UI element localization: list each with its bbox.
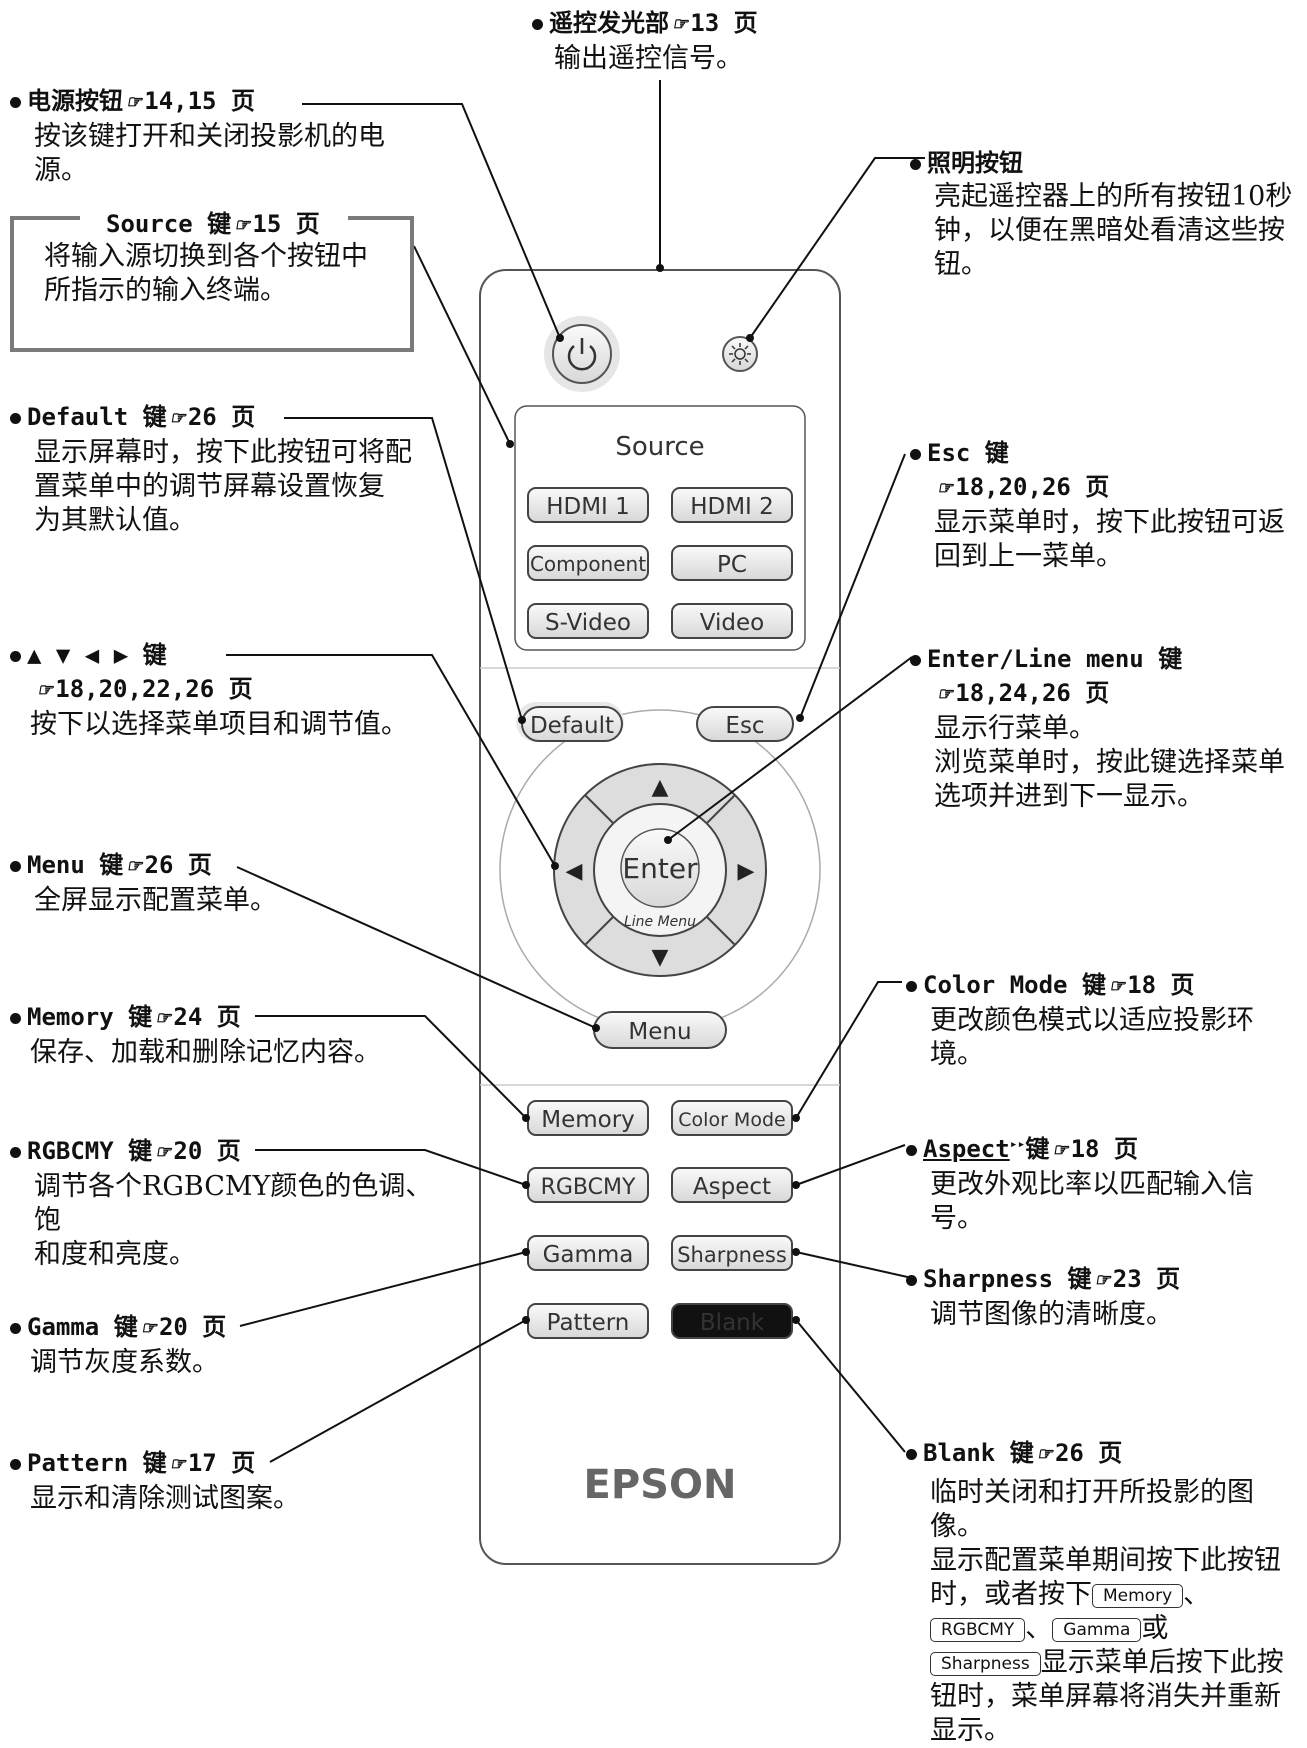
note-blank: Blank 键☞26 页 临时关闭和打开所投影的图 像。 显示配置菜单期间按下此… xyxy=(906,1436,1306,1748)
note-menu: Menu 键☞26 页 全屏显示配置菜单。 xyxy=(10,848,430,918)
svg-text:Menu: Menu xyxy=(628,1019,691,1045)
svg-text:Aspect: Aspect xyxy=(693,1174,771,1200)
leader-lines xyxy=(226,80,925,1463)
btn-blank[interactable]: Blank xyxy=(671,1303,793,1339)
svg-text:HDMI 1: HDMI 1 xyxy=(546,494,630,520)
pointing-hand-icon: ☞ xyxy=(1053,1138,1067,1163)
source-note-title: Source 键☞15 页 xyxy=(100,204,326,239)
inline-key-sharpness: Sharpness xyxy=(930,1651,1041,1676)
note-sharpness: Sharpness 键☞23 页 调节图像的清晰度。 xyxy=(906,1262,1306,1332)
svg-text:Gamma: Gamma xyxy=(543,1242,634,1268)
btn-memory[interactable]: Memory xyxy=(527,1100,649,1136)
btn-menu[interactable]: Menu xyxy=(593,1011,727,1049)
note-enter: Enter/Line menu 键 ☞18,24,26 页 显示行菜单。 浏览菜… xyxy=(910,642,1305,814)
btn-svideo[interactable]: S-Video xyxy=(527,603,649,639)
note-rgbcmy: RGBCMY 键☞20 页 调节各个RGBCMY颜色的色调、饱 和度和亮度。 xyxy=(10,1134,450,1272)
svg-text:Enter: Enter xyxy=(622,852,698,885)
note-esc: Esc 键 ☞18,20,26 页 显示菜单时，按下此按钮可返 回到上一菜单。 xyxy=(910,436,1305,574)
line-menu-label: Line Menu xyxy=(624,914,696,930)
note-arrows: ▲ ▼ ◀ ▶ 键 ☞18,20,22,26 页 按下以选择菜单项目和调节值。 xyxy=(10,638,450,742)
btn-video[interactable]: Video xyxy=(671,603,793,639)
pointing-hand-icon: ☞ xyxy=(127,854,141,879)
pointing-hand-icon: ☞ xyxy=(127,90,141,115)
note-power: 电源按钮☞14,15 页 按该键打开和关闭投影机的电 源。 xyxy=(10,84,430,188)
svg-text:Video: Video xyxy=(700,610,764,636)
sun-icon xyxy=(729,343,751,365)
arrow-right-button[interactable]: ▶ xyxy=(738,859,755,884)
inline-key-rgbcmy: RGBCMY xyxy=(930,1617,1026,1642)
svg-text:Color Mode: Color Mode xyxy=(678,1109,785,1131)
note-ir: 遥控发光部☞13 页 输出遥控信号。 xyxy=(532,6,758,76)
note-pattern: Pattern 键☞17 页 显示和清除测试图案。 xyxy=(10,1446,430,1516)
note-color-mode: Color Mode 键☞18 页 更改颜色模式以适应投影环 境。 xyxy=(906,968,1306,1072)
illumination-button[interactable] xyxy=(722,336,758,372)
svg-text:PC: PC xyxy=(717,552,747,578)
pointing-hand-icon: ☞ xyxy=(156,1006,170,1031)
btn-pattern[interactable]: Pattern xyxy=(527,1303,649,1339)
pointing-hand-icon: ☞ xyxy=(38,678,52,703)
btn-aspect[interactable]: Aspect xyxy=(671,1167,793,1203)
arrow-left-button[interactable]: ◀ xyxy=(566,859,583,884)
arrow-down-button[interactable]: ▼ xyxy=(652,945,669,970)
svg-text:HDMI 2: HDMI 2 xyxy=(690,494,774,520)
note-default: Default 键☞26 页 显示屏幕时，按下此按钮可将配 置菜单中的调节屏幕设… xyxy=(10,400,450,538)
svg-text:Component: Component xyxy=(530,552,646,576)
btn-sharpness[interactable]: Sharpness xyxy=(671,1235,793,1271)
pointing-hand-icon: ☞ xyxy=(1095,1268,1109,1293)
svg-text:Esc: Esc xyxy=(725,713,764,739)
power-button[interactable] xyxy=(544,316,620,392)
btn-color-mode[interactable]: Color Mode xyxy=(671,1100,793,1136)
pointing-hand-icon: ☞ xyxy=(938,476,952,501)
note-gamma: Gamma 键☞20 页 调节灰度系数。 xyxy=(10,1310,430,1380)
note-aspect: Aspect▸▸键☞18 页 更改外观比率以匹配输入信 号。 xyxy=(906,1128,1306,1236)
svg-text:Default: Default xyxy=(530,713,614,739)
pointing-hand-icon: ☞ xyxy=(1037,1442,1051,1467)
pointing-hand-icon: ☞ xyxy=(170,1452,184,1477)
btn-default[interactable]: Default xyxy=(516,702,624,742)
note-source: 将输入源切换到各个按钮中 所指示的输入终端。 xyxy=(44,241,368,306)
btn-hdmi1[interactable]: HDMI 1 xyxy=(527,487,649,523)
source-panel xyxy=(514,405,806,651)
source-label: Source xyxy=(615,432,704,462)
svg-text:Blank: Blank xyxy=(700,1310,765,1336)
pointing-hand-icon: ☞ xyxy=(141,1316,155,1341)
inline-key-memory: Memory xyxy=(1092,1583,1184,1608)
btn-hdmi2[interactable]: HDMI 2 xyxy=(671,487,793,523)
btn-enter[interactable]: Enter Line Menu xyxy=(593,803,727,937)
pointing-hand-icon: ☞ xyxy=(1109,974,1124,999)
svg-text:RGBCMY: RGBCMY xyxy=(541,1175,636,1200)
epson-logo: EPSON xyxy=(584,1462,737,1508)
note-memory: Memory 键☞24 页 保存、加载和删除记忆内容。 xyxy=(10,1000,450,1070)
pointing-hand-icon: ☞ xyxy=(170,406,184,431)
inline-key-gamma: Gamma xyxy=(1052,1617,1142,1642)
arrow-up-button[interactable]: ▲ xyxy=(652,775,669,800)
pointing-hand-icon: ☞ xyxy=(156,1140,170,1165)
leader-dots xyxy=(506,264,804,1324)
btn-pc[interactable]: PC xyxy=(671,545,793,581)
btn-component[interactable]: Component xyxy=(527,545,649,581)
pointing-hand-icon: ☞ xyxy=(938,682,952,707)
pointing-hand-icon: ☞ xyxy=(673,12,687,37)
svg-text:Pattern: Pattern xyxy=(547,1310,630,1336)
pointing-hand-icon: ☞ xyxy=(235,213,249,238)
svg-text:Memory: Memory xyxy=(541,1107,635,1133)
svg-text:S-Video: S-Video xyxy=(545,610,631,636)
note-illum: 照明按钮 亮起遥控器上的所有按钮10秒 钟，以便在黑暗处看清这些按 钮。 xyxy=(910,146,1305,282)
source-note-frame xyxy=(10,216,414,352)
btn-rgbcmy[interactable]: RGBCMY xyxy=(527,1167,649,1203)
power-icon xyxy=(567,338,597,371)
btn-esc[interactable]: Esc xyxy=(696,706,794,742)
btn-gamma[interactable]: Gamma xyxy=(527,1235,649,1271)
svg-text:Sharpness: Sharpness xyxy=(677,1243,787,1267)
